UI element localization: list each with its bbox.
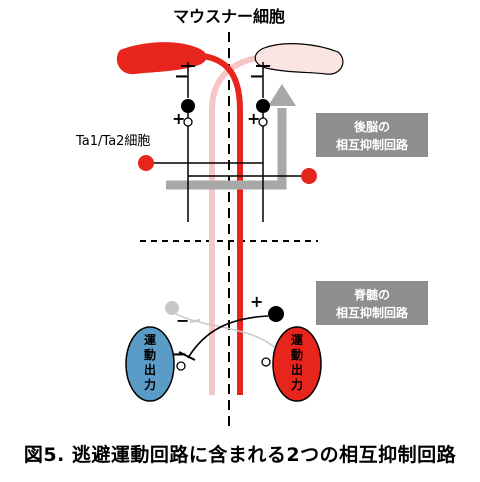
spinal-left-interneuron <box>165 301 179 315</box>
right-motor-char-3: 出 <box>291 362 303 377</box>
right-motor-output <box>272 326 322 402</box>
right-motor-char-1: 運 <box>291 333 303 347</box>
spinal-box-line1: 脊髄の <box>353 287 390 302</box>
left-ta-cell <box>138 155 154 171</box>
title-mauthner-cell: マウスナー細胞 <box>173 7 285 26</box>
hindbrain-box-line2: 相互抑制回路 <box>336 137 409 152</box>
hindbrain-arrow-head <box>268 84 296 106</box>
spinal-gray-connection <box>175 313 279 351</box>
right-synapse-open <box>258 117 268 127</box>
left-motor-char-1: 運 <box>144 333 156 347</box>
spinal-black-minus: − <box>172 344 187 365</box>
left-plus-sign: + <box>172 109 185 128</box>
left-motor-char-4: 力 <box>144 377 156 392</box>
right-motor-char-2: 動 <box>291 347 303 362</box>
right-motor-char-4: 力 <box>291 377 303 392</box>
spinal-box <box>316 281 428 325</box>
spinal-gray-minus: − <box>176 311 189 330</box>
left-minus-sign: − <box>174 66 189 87</box>
right-inhibitory-neuron <box>256 99 270 113</box>
left-motor-output <box>125 326 175 402</box>
ta-cell-label: Ta1/Ta2細胞 <box>75 134 150 149</box>
figure-caption: 図5. 逃避運動回路に含まれる2つの相互抑制回路 <box>23 444 457 466</box>
hindbrain-box <box>316 113 428 157</box>
left-motor-char-3: 出 <box>144 362 156 377</box>
spinal-gray-bar <box>189 319 201 323</box>
spinal-box-line2: 相互抑制回路 <box>336 305 409 320</box>
left-synapse-open <box>183 117 193 127</box>
left-motor-synapse <box>176 361 186 371</box>
left-mauthner-cell <box>116 42 207 75</box>
spinal-black-connection <box>187 315 269 359</box>
left-inhibitory-neuron <box>181 99 195 113</box>
spinal-black-bar <box>178 351 196 361</box>
right-ta-cell <box>301 168 317 184</box>
right-mauthner-cell <box>254 43 344 75</box>
hindbrain-gray-arrow <box>166 108 287 190</box>
right-motor-synapse <box>261 357 271 367</box>
hindbrain-box-line1: 後脳の <box>354 119 390 134</box>
spinal-right-interneuron <box>268 306 284 322</box>
right-plus-sign: + <box>247 109 260 128</box>
left-motor-char-2: 動 <box>144 347 156 362</box>
spinal-plus-sign: + <box>250 292 263 311</box>
right-minus-sign: − <box>249 66 264 87</box>
